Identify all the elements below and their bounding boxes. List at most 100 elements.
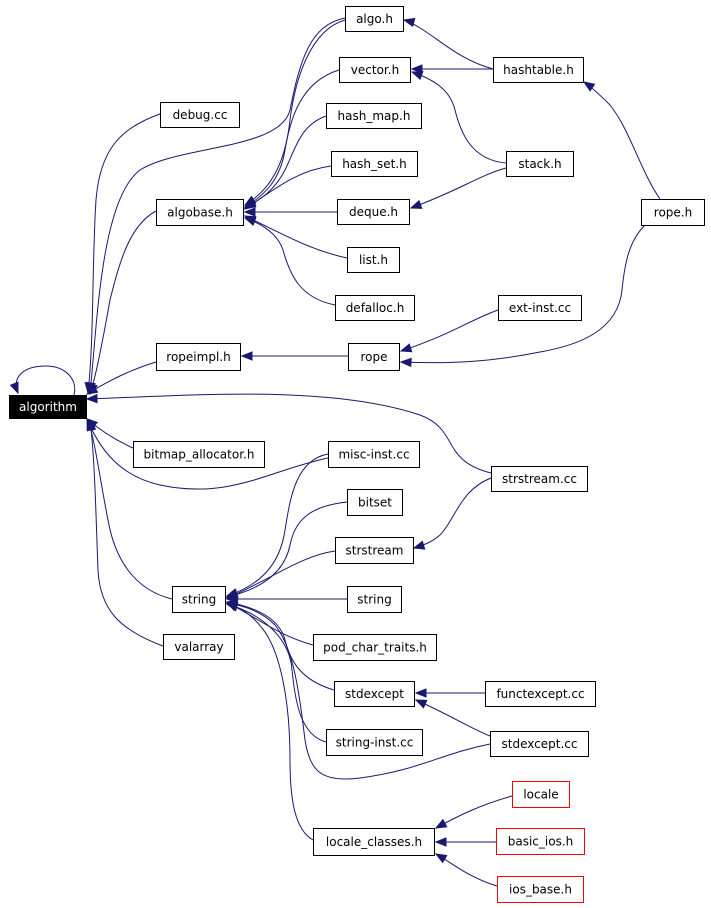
node-basic-ios-h[interactable]: basic_ios.h [496, 828, 585, 855]
node-label: list.h [359, 253, 388, 267]
node-locale-classes-h[interactable]: locale_classes.h [313, 828, 435, 856]
edge-rope-h-to-hashtable-h [582, 81, 661, 200]
node-algorithm[interactable]: algorithm [9, 395, 87, 419]
arrowhead [410, 64, 423, 74]
edge-line [435, 795, 513, 829]
node-pod-char-traits-h[interactable]: pod_char_traits.h [313, 634, 437, 661]
node-debug-cc[interactable]: debug.cc [160, 102, 240, 128]
node-label: locale [523, 788, 558, 802]
node-hashtable-h[interactable]: hashtable.h [493, 57, 584, 83]
node-hash-map-h[interactable]: hash_map.h [326, 103, 422, 129]
node-stack-h[interactable]: stack.h [506, 151, 574, 177]
node-list-h[interactable]: list.h [347, 247, 400, 273]
node-label: algorithm [19, 400, 77, 414]
node-box [345, 6, 404, 32]
node-box [334, 681, 415, 707]
edge-line [226, 603, 314, 841]
node-label: stdexcept [345, 687, 404, 701]
node-box [335, 295, 415, 321]
node-stdexcept[interactable]: stdexcept [334, 681, 415, 707]
edge-line [89, 419, 164, 647]
node-misc-inst-cc[interactable]: misc-inst.cc [328, 441, 420, 468]
node-label: hash_map.h [338, 109, 411, 123]
node-box [313, 634, 437, 661]
edge-line [583, 81, 661, 200]
node-defalloc-h[interactable]: defalloc.h [335, 295, 415, 321]
arrowhead [434, 837, 447, 847]
node-ext-inst-cc[interactable]: ext-inst.cc [498, 295, 582, 321]
edge-rope-h-to-rope [399, 224, 646, 368]
node-functexcept-cc[interactable]: functexcept.cc [485, 681, 596, 707]
edge-line [86, 418, 329, 490]
node-label: hash_set.h [342, 157, 407, 171]
node-box [172, 586, 226, 613]
node-box [512, 781, 570, 808]
edge-line [226, 550, 336, 599]
node-label: hashtable.h [503, 63, 574, 77]
node-locale[interactable]: locale [512, 781, 570, 808]
edge-hash-set-h-to-algobase-h [243, 165, 332, 210]
edge-basic-ios-h-to-locale-classes-h [434, 837, 496, 847]
node-vector-h[interactable]: vector.h [339, 57, 411, 83]
node-label: valarray [174, 640, 223, 654]
node-label: bitset [358, 496, 392, 510]
arrowhead [85, 393, 98, 404]
node-string-inst-cc[interactable]: string-inst.cc [326, 729, 423, 756]
node-label: string [357, 593, 391, 607]
node-label: vector.h [351, 63, 399, 77]
node-label: algo.h [356, 12, 393, 26]
edge-hashtable-h-to-algo-h [402, 17, 494, 70]
node-label: ios_base.h [509, 883, 572, 897]
node-valarray[interactable]: valarray [163, 634, 235, 660]
arrowhead [410, 70, 424, 80]
node-stdexcept-cc[interactable]: stdexcept.cc [490, 731, 589, 757]
arrowhead [399, 343, 413, 353]
edge-line [244, 115, 327, 209]
edge-line [400, 309, 499, 352]
node-box [326, 103, 422, 129]
node-box [347, 247, 400, 273]
node-bitmap-allocator-h[interactable]: bitmap_allocator.h [133, 441, 265, 468]
arrowhead [412, 540, 426, 550]
node-box [326, 729, 423, 756]
node-label: strstream.cc [502, 472, 577, 486]
node-algo-h[interactable]: algo.h [345, 6, 404, 32]
node-box [160, 102, 240, 128]
arrowhead [582, 81, 596, 92]
edge-stdexcept-cc-to-stdexcept [414, 699, 491, 737]
node-label: rope [360, 350, 387, 364]
edge-strstream-to-string-node [225, 550, 336, 599]
node-ios-base-h[interactable]: ios_base.h [497, 876, 584, 903]
node-rope-h[interactable]: rope.h [641, 199, 705, 226]
edge-misc-inst-cc-to-string-node [225, 453, 329, 598]
edge-line [244, 215, 348, 259]
node-rope[interactable]: rope [348, 343, 400, 371]
node-label: algobase.h [167, 206, 233, 220]
edge-line [89, 17, 346, 394]
node-deque-h[interactable]: deque.h [337, 199, 410, 225]
node-label: functexcept.cc [496, 687, 584, 701]
node-box [491, 466, 588, 492]
node-string-node[interactable]: string [172, 586, 226, 613]
node-strstream-cc[interactable]: strstream.cc [491, 466, 588, 492]
node-label: deque.h [349, 205, 398, 219]
node-box [347, 489, 403, 516]
node-algobase-h[interactable]: algobase.h [156, 199, 244, 226]
node-string2[interactable]: string [347, 586, 402, 613]
node-label: string-inst.cc [336, 736, 414, 750]
arrowhead [414, 699, 428, 709]
edge-line [226, 603, 327, 743]
node-strstream[interactable]: strstream [335, 537, 414, 564]
node-ropeimpl-h[interactable]: ropeimpl.h [156, 343, 241, 371]
node-label: basic_ios.h [508, 835, 574, 849]
node-bitset[interactable]: bitset [347, 489, 403, 516]
edge-line [244, 19, 346, 206]
edge-vector-h-to-algobase-h [243, 69, 340, 208]
node-hash-set-h[interactable]: hash_set.h [331, 151, 418, 177]
arrowhead [240, 351, 253, 361]
edge-line [400, 224, 646, 364]
arrowhead [225, 599, 239, 610]
edge-layer [9, 17, 661, 887]
edge-defalloc-h-to-algobase-h [243, 216, 336, 306]
